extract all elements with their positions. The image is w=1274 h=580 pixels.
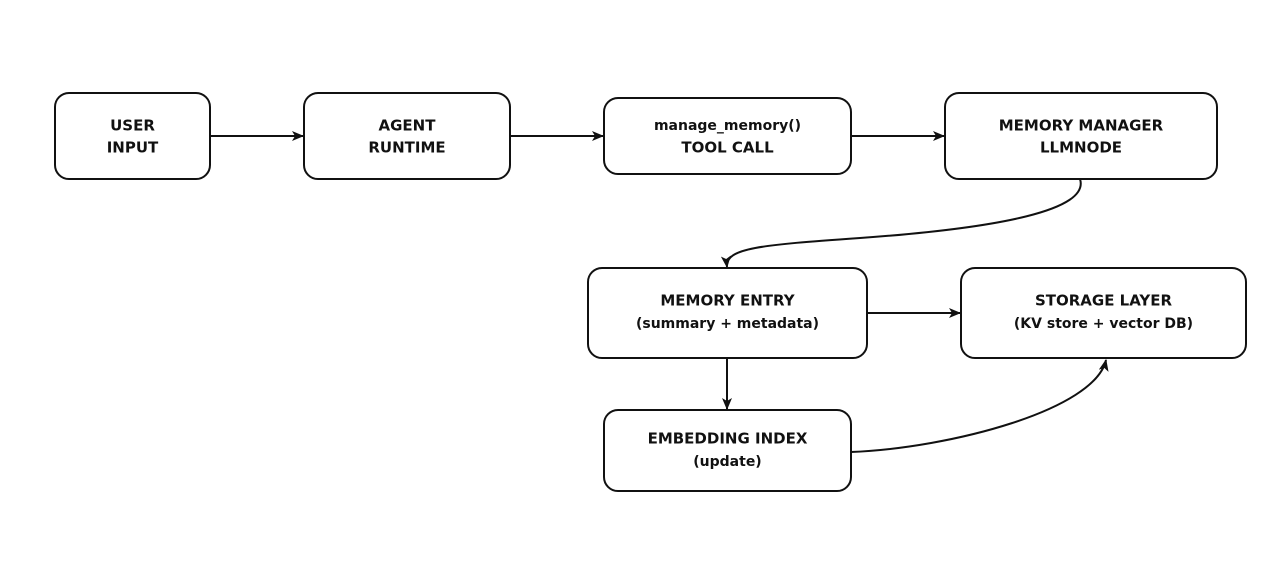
edges-group — [210, 131, 1109, 453]
node-agent-runtime-line-1: AGENT — [379, 117, 437, 135]
node-storage-layer-line-2: (KV store + vector DB) — [1014, 316, 1193, 332]
node-tool-call-line-1: manage_memory() — [654, 118, 801, 134]
node-tool-call-line-2: TOOL CALL — [681, 139, 774, 157]
edge-memory-manager-to-memory-entry — [720, 178, 1082, 268]
node-embedding-index: EMBEDDING INDEX (update) — [603, 409, 852, 492]
node-memory-entry: MEMORY ENTRY (summary + metadata) — [587, 267, 868, 359]
node-user-input-line-2: INPUT — [107, 139, 159, 157]
node-memory-manager-line-2: LLMNODE — [1040, 139, 1122, 157]
node-memory-manager: MEMORY MANAGER LLMNODE — [944, 92, 1218, 180]
node-user-input: USER INPUT — [54, 92, 211, 180]
node-agent-runtime-line-2: RUNTIME — [368, 139, 445, 157]
node-tool-call: manage_memory() TOOL CALL — [603, 97, 852, 175]
node-memory-entry-line-1: MEMORY ENTRY — [660, 292, 795, 310]
node-embedding-index-line-1: EMBEDDING INDEX — [648, 430, 808, 448]
edge-embedding-index-to-storage-layer — [850, 359, 1109, 453]
node-storage-layer-line-1: STORAGE LAYER — [1035, 292, 1173, 310]
node-agent-runtime: AGENT RUNTIME — [303, 92, 511, 180]
node-memory-entry-line-2: (summary + metadata) — [636, 316, 819, 332]
node-memory-manager-line-1: MEMORY MANAGER — [999, 117, 1164, 135]
node-embedding-index-line-2: (update) — [693, 454, 761, 470]
node-user-input-line-1: USER — [110, 117, 155, 135]
node-storage-layer: STORAGE LAYER (KV store + vector DB) — [960, 267, 1247, 359]
